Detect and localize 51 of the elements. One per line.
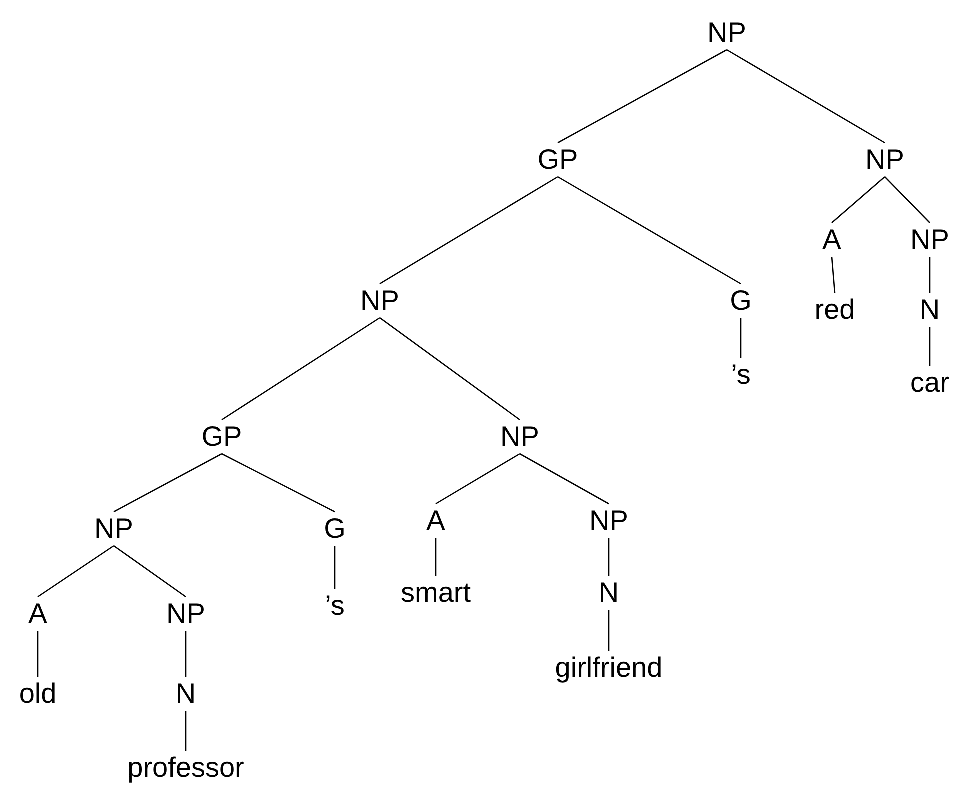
tree-label: A — [28, 600, 48, 628]
tree-label: ’s — [731, 361, 751, 389]
tree-branch — [929, 257, 931, 293]
tree-branch — [114, 545, 186, 598]
tree-branch — [608, 610, 610, 651]
tree-branch — [436, 453, 520, 505]
tree-label: NP — [360, 287, 400, 315]
tree-label: red — [814, 296, 856, 324]
tree-label: NP — [708, 19, 746, 47]
tree-label: old — [19, 680, 57, 708]
tree-branch — [380, 317, 520, 421]
tree-label: NP — [910, 226, 950, 254]
tree-label: N — [176, 680, 196, 708]
tree-branch — [380, 176, 558, 285]
tree-label: N — [598, 579, 620, 607]
tree-branch — [831, 256, 836, 294]
tree-branch — [832, 176, 886, 224]
tree-branch — [929, 327, 931, 366]
tree-label: NP — [94, 515, 134, 543]
tree-label: professor — [128, 754, 244, 782]
tree-label: G — [730, 287, 752, 315]
tree-label: A — [426, 507, 446, 535]
tree-branch — [38, 545, 114, 598]
tree-label: NP — [166, 600, 206, 628]
tree-branch — [222, 453, 336, 513]
tree-label: GP — [202, 423, 242, 451]
tree-label: ’s — [325, 592, 345, 620]
tree-label: GP — [538, 146, 578, 174]
tree-branch — [185, 711, 187, 751]
tree-label: G — [324, 515, 346, 543]
tree-branch — [114, 453, 222, 513]
tree-label: A — [822, 226, 842, 254]
tree-branch — [37, 631, 39, 677]
tree-branch — [726, 49, 886, 144]
tree-label: smart — [401, 579, 471, 607]
tree-branch — [740, 318, 742, 358]
tree-branch — [520, 453, 610, 505]
tree-label: NP — [500, 423, 540, 451]
tree-branch — [608, 538, 610, 576]
tree-branch — [334, 546, 336, 589]
tree-label: N — [920, 296, 940, 324]
tree-label: NP — [866, 146, 904, 174]
tree-branch — [884, 176, 930, 224]
tree-branch — [222, 317, 380, 421]
tree-label: girlfriend — [555, 654, 663, 682]
tree-branch — [185, 631, 187, 677]
tree-branch — [558, 49, 728, 144]
tree-branch — [435, 538, 437, 576]
tree-label: NP — [590, 507, 628, 535]
tree-branch — [558, 176, 742, 285]
tree-label: car — [910, 369, 950, 397]
